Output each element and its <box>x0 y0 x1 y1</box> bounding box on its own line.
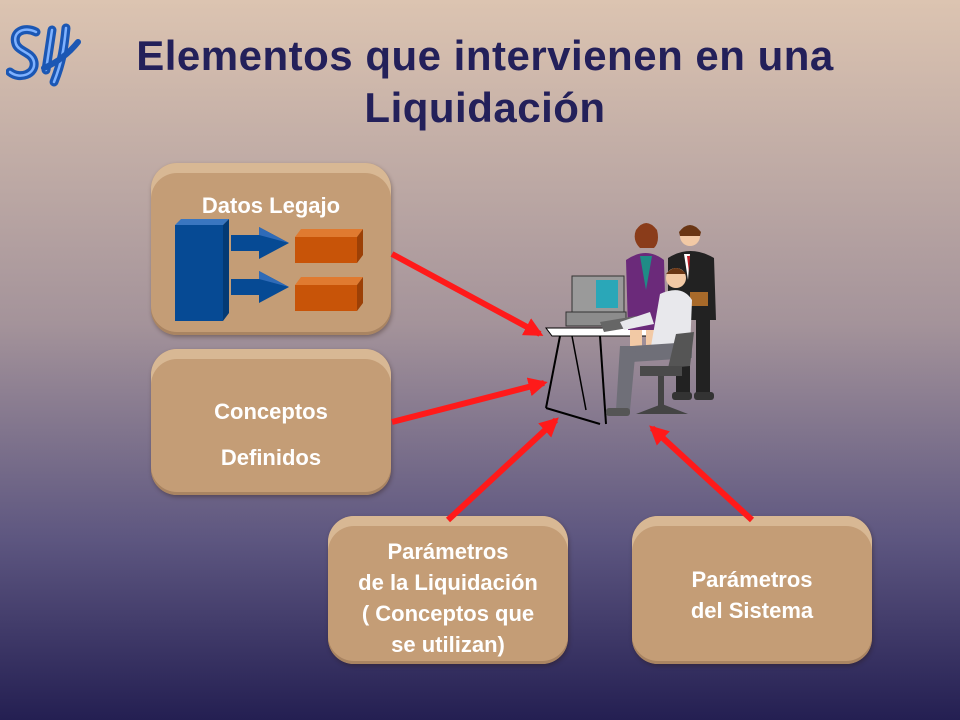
title-line-2: Liquidación <box>364 84 606 131</box>
records-transfer-icon <box>175 219 363 321</box>
box-param-liq-line-1: Parámetros <box>387 539 509 564</box>
box-parametros-liquidacion: Parámetros de la Liquidación ( Conceptos… <box>328 516 568 664</box>
box-parametros-sistema: Parámetros del Sistema <box>632 516 872 664</box>
arrow-legajo-to-computer <box>390 251 544 337</box>
page-title: Elementos que intervienen en una Liquida… <box>90 30 880 134</box>
arrow-conceptos-to-computer <box>391 377 548 425</box>
arrow-param-liq-to-computer <box>445 417 559 523</box>
box-param-liq-line-4: se utilizan) <box>391 632 505 657</box>
box-conceptos-line-1: Conceptos <box>214 399 328 424</box>
title-line-1: Elementos que intervienen en una <box>136 32 834 79</box>
si-logo-icon <box>6 23 81 87</box>
box-datos-legajo-title: Datos Legajo <box>201 193 341 218</box>
arrow-param-sis-to-computer <box>649 425 755 523</box>
box-param-liq-line-2: de la Liquidación <box>358 570 538 595</box>
box-datos-legajo: Datos Legajo <box>151 163 391 335</box>
box-conceptos-definidos: Conceptos Definidos <box>151 349 391 495</box>
box-param-liq-line-3: ( Conceptos que <box>361 601 535 626</box>
box-conceptos-line-2: Definidos <box>220 445 322 470</box>
box-param-sis-line-1: Parámetros <box>691 567 813 592</box>
box-param-sis-line-2: del Sistema <box>690 598 814 623</box>
